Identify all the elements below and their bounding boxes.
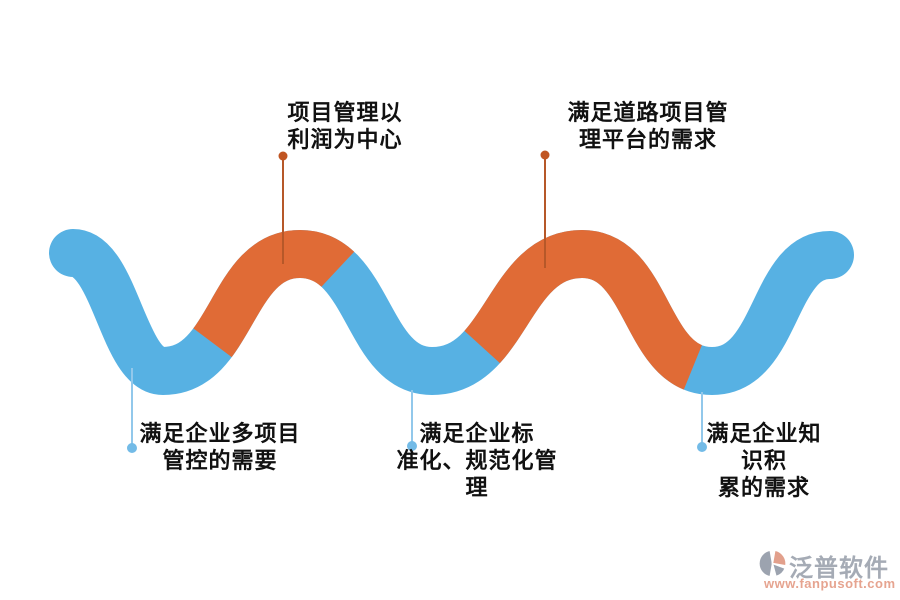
connector-dot-multi-project xyxy=(127,443,137,453)
callout-standardization: 满足企业标 准化、规范化管 理 xyxy=(396,421,558,500)
callout-profit-center: 项目管理以 利润为中心 xyxy=(287,100,403,152)
wave-tube-blue xyxy=(49,229,854,396)
vendor-watermark: 泛普软件 www.fanpusoft.com xyxy=(756,546,896,596)
connector-dot-profit-center xyxy=(278,151,288,161)
fanpu-logo-icon xyxy=(758,549,787,578)
callout-road-platform: 满足道路项目管 理平台的需求 xyxy=(567,100,729,152)
connector-dot-knowledge xyxy=(697,442,707,452)
brand-name: 泛普软件 xyxy=(789,555,889,582)
connector-dot-standardization xyxy=(407,441,417,451)
callout-multi-project: 满足企业多项目 管控的需要 xyxy=(139,421,301,473)
connector-dot-road-platform xyxy=(540,150,550,160)
brand-url: www.fanpusoft.com xyxy=(764,576,896,591)
callout-knowledge: 满足企业知识积 累的需求 xyxy=(706,421,822,500)
